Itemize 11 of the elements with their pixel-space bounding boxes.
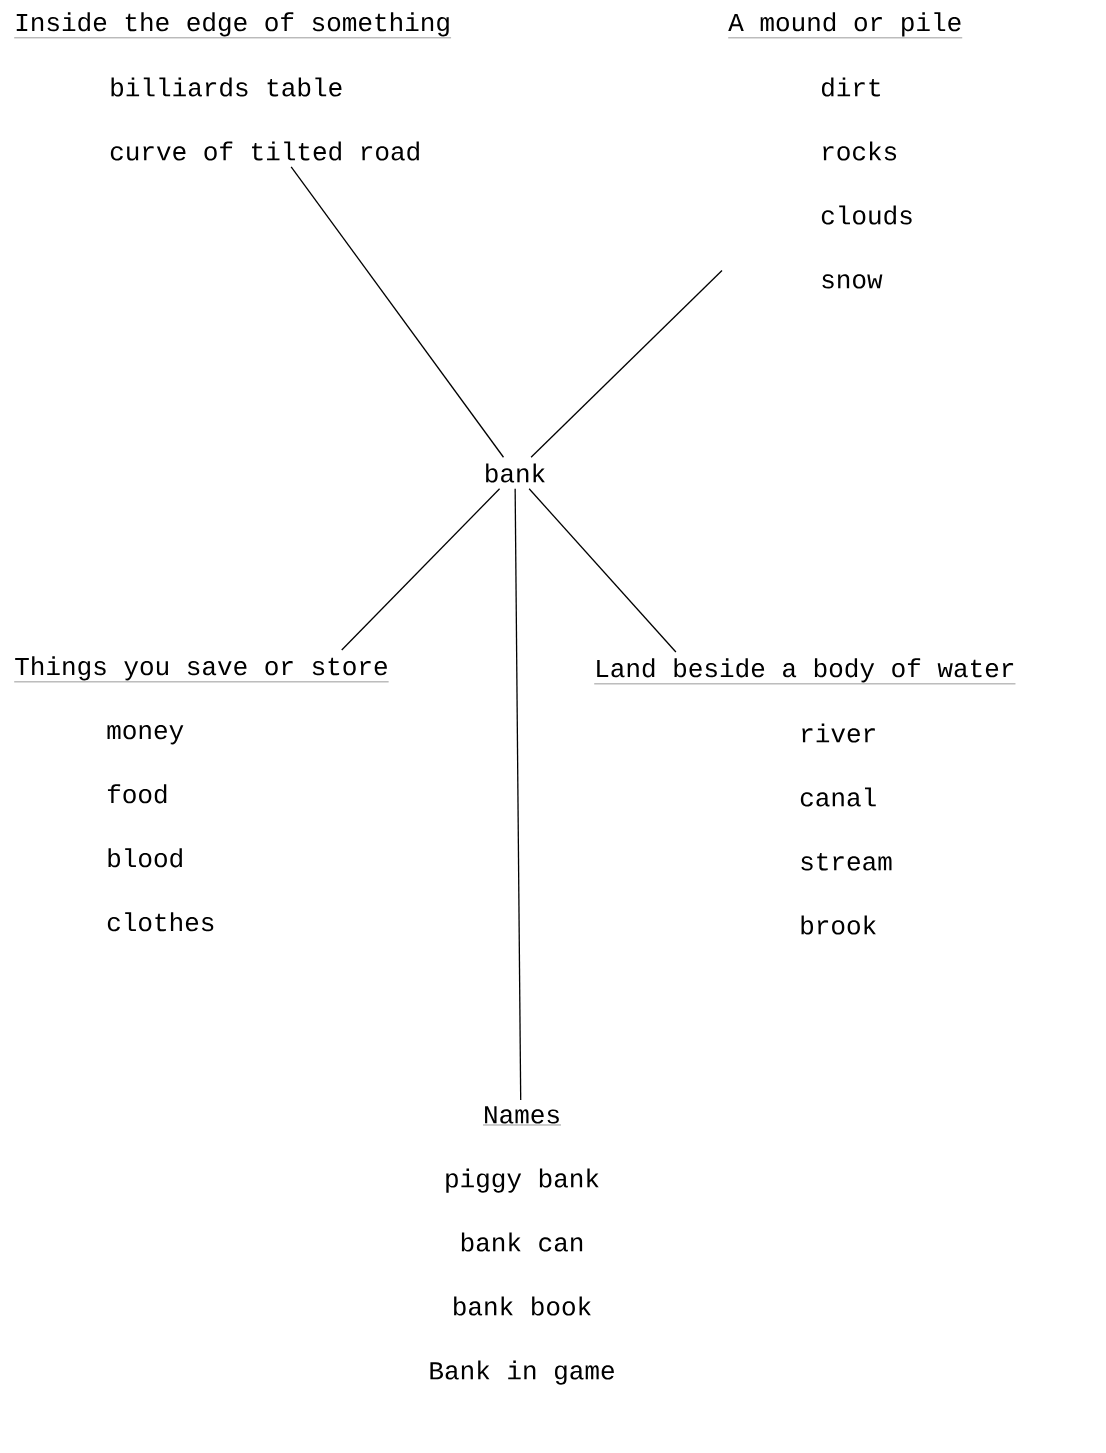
category-list: Names piggy bank bank can bank book Bank in game — [430, 1106, 614, 1385]
center-word: bank — [486, 463, 545, 483]
connector-line — [530, 269, 723, 458]
category-list: Inside the edge of something billiards table curve of tilted road — [14, 12, 452, 161]
category-list: Things you save or store money food blood clothes — [14, 656, 389, 932]
category-list: A mound or pile dirt rocks clouds snow — [728, 12, 963, 289]
category-list: Land beside a body of water river canal stream brook — [594, 658, 1016, 935]
connector-line — [528, 488, 677, 653]
connector-line — [341, 488, 501, 651]
connector-line — [290, 166, 505, 458]
connector-line — [514, 488, 522, 1101]
